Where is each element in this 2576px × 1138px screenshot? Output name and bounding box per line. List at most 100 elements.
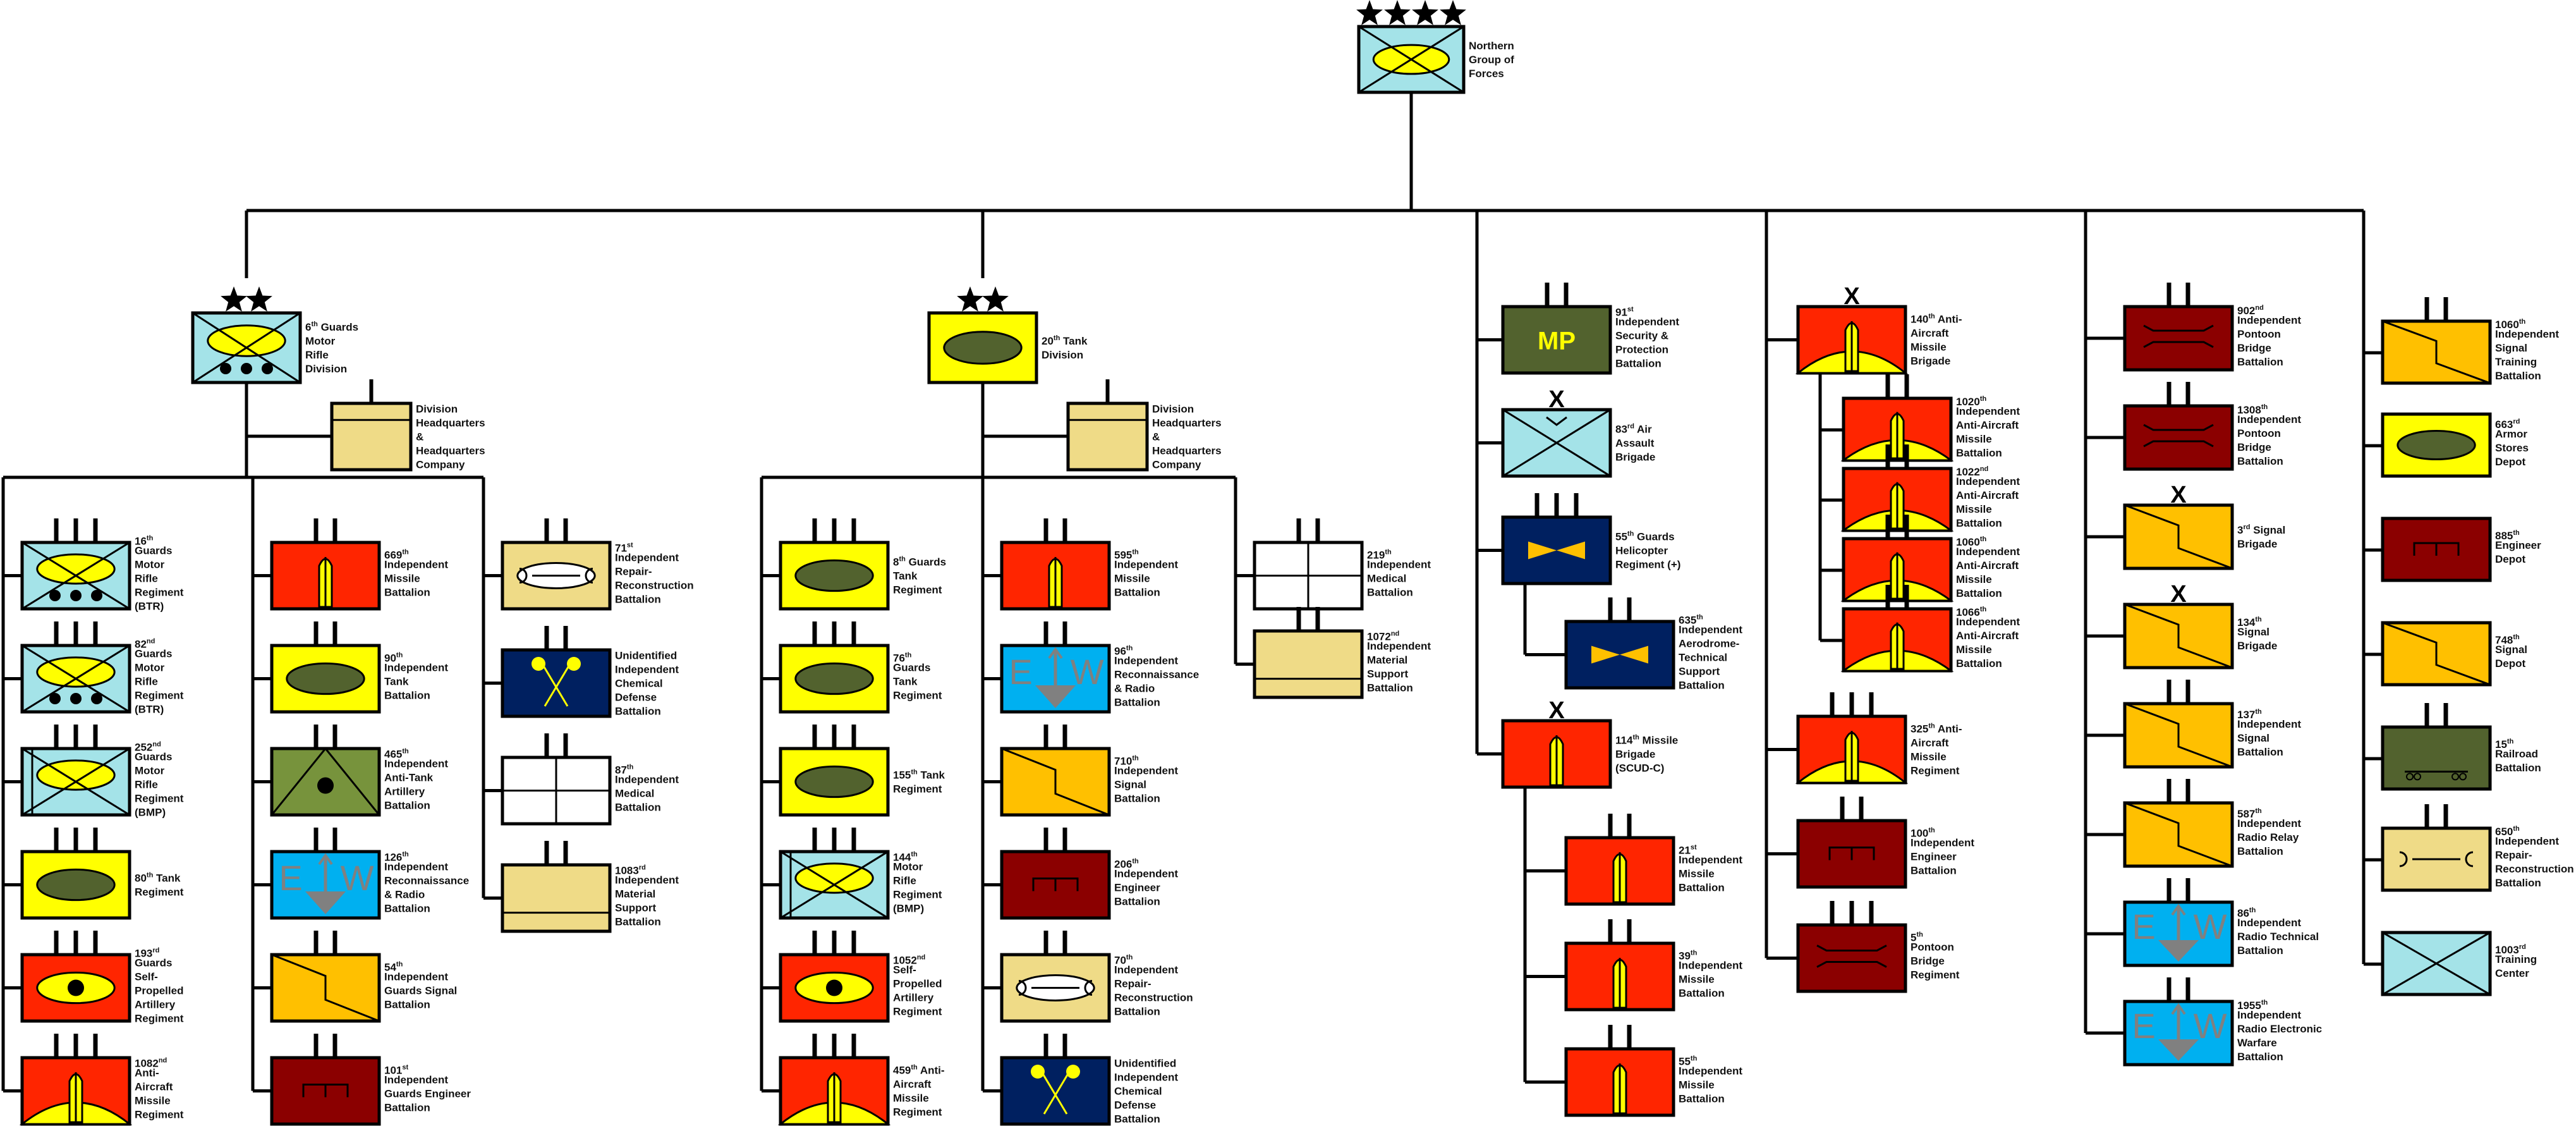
label-line: Missile	[1911, 341, 1947, 353]
label-line: Battalion	[2237, 945, 2283, 957]
wheels-icon	[49, 590, 102, 601]
label-line: Missile	[384, 573, 420, 585]
label-line: Battalion	[384, 800, 430, 812]
label-line: Repair-	[615, 566, 652, 578]
label-line: Tank	[893, 676, 918, 688]
tank-oval-icon	[286, 662, 365, 695]
ew-letter-e: E	[2132, 907, 2155, 946]
artillery-dot-icon	[317, 777, 334, 794]
label-line: Independent	[2237, 718, 2301, 730]
label-line: (BTR)	[135, 704, 164, 716]
label-line: Missile	[893, 1092, 929, 1104]
chemical-retorts-icon	[1031, 1065, 1080, 1115]
label-line: Regiment	[135, 886, 184, 898]
label-line: Battalion	[384, 587, 430, 599]
label-line: Battalion	[384, 903, 430, 915]
label-line: 1060th	[2495, 318, 2525, 331]
echelon-battalion-icon	[1043, 518, 1067, 542]
label-line: Motor	[135, 559, 165, 571]
echelon-battalion-icon	[2424, 703, 2448, 727]
label-line: Regiment	[893, 1106, 942, 1118]
label-line: 155th Tank	[893, 769, 945, 781]
label-line: Battalion	[1114, 793, 1160, 805]
label-line: Independent	[384, 662, 448, 674]
label-line: Headquarters	[416, 445, 485, 457]
label-line: Brigade	[2237, 538, 2277, 550]
label-line: Aircraft	[135, 1081, 173, 1093]
label-line: Independent	[2237, 917, 2301, 929]
label-line: Reconnaissance	[1114, 669, 1199, 681]
label-line: Regiment	[135, 690, 184, 702]
echelon-battalion-icon	[1608, 919, 1632, 943]
label-line: Security &	[1615, 330, 1668, 342]
label-line: Missile	[1911, 751, 1947, 763]
label-line: Independent	[1114, 655, 1178, 667]
echelon-regiment-icon	[812, 518, 856, 542]
label-line: Independent	[1679, 624, 1742, 636]
echelon-battalion-icon	[2166, 382, 2190, 406]
military-police-icon: MP	[1538, 327, 1576, 355]
echelon-battalion-icon	[1885, 585, 1909, 609]
label-line: Reconstruction	[1114, 992, 1193, 1004]
unit-frame	[2123, 305, 2234, 372]
label-line: Regiment	[893, 584, 942, 596]
rotary-wing-icon	[1591, 645, 1620, 664]
label-line: Missile	[1679, 974, 1715, 986]
label-line: 595th	[1114, 549, 1139, 561]
label-line: Regiment	[135, 1109, 184, 1121]
label-line: Missile	[1956, 644, 1992, 656]
label-line: Battalion	[2495, 370, 2541, 382]
star-icon	[221, 286, 247, 312]
label-line: Propelled	[893, 978, 942, 990]
label-line: Battalion	[615, 802, 661, 814]
label-line: Battalion	[384, 1102, 430, 1114]
wheels-icon	[49, 693, 102, 704]
label-line: Battalion	[1679, 680, 1725, 692]
label-line: 20th Tank	[1042, 334, 1088, 347]
label-line: 71st	[615, 542, 633, 554]
label-line: Bridge	[2237, 342, 2271, 354]
label-line: Self-	[135, 971, 158, 983]
armor-oval-icon	[207, 324, 286, 357]
label-line: &	[1152, 431, 1160, 443]
label-line: Unidentified	[615, 650, 677, 662]
label-line: 15th	[2495, 738, 2514, 750]
label-line: 70th	[1114, 954, 1133, 967]
label-line: Chemical	[615, 678, 663, 690]
star-icon	[957, 286, 983, 312]
label-line: Anti-Aircraft	[1956, 630, 2019, 642]
label-line: Independent	[1956, 475, 2020, 487]
label-line: Independent	[1615, 316, 1679, 328]
label-line: 114th Missile	[1615, 734, 1678, 747]
